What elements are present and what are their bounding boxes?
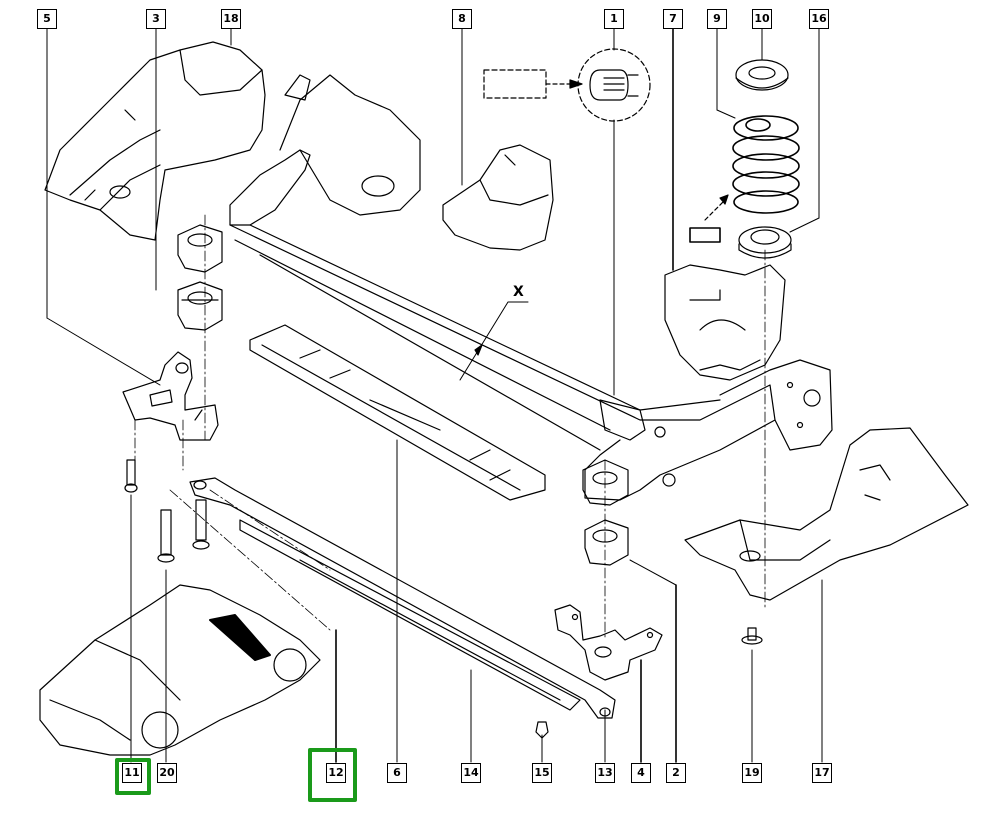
part-20-bolts	[157, 499, 210, 563]
callout-3[interactable]: 3	[146, 9, 166, 29]
part-15-clip	[535, 721, 549, 739]
part-7-shield	[664, 264, 786, 381]
callout-8[interactable]: 8	[452, 9, 472, 29]
part-14-side-rail	[189, 477, 616, 719]
part-8-cover	[442, 144, 554, 251]
callout-2[interactable]: 2	[666, 763, 686, 783]
callout-11[interactable]: 11	[122, 763, 142, 783]
assembly-centerlines	[134, 214, 766, 641]
part-1-detail	[483, 48, 651, 122]
part-2-bushing	[582, 459, 629, 566]
callout-6[interactable]: 6	[387, 763, 407, 783]
callout-12[interactable]: 12	[326, 763, 346, 783]
vehicle-location-sketch	[39, 584, 321, 756]
callout-1[interactable]: 1	[604, 9, 624, 29]
callout-10[interactable]: 10	[752, 9, 772, 29]
callout-9[interactable]: 9	[707, 9, 727, 29]
part-5-bracket	[122, 351, 219, 441]
part-10-spring-seat	[735, 59, 789, 91]
detail-x-pointer	[459, 301, 529, 381]
part-16-lower-seat	[738, 226, 792, 259]
part-6-underbody-panel	[249, 324, 546, 501]
spring-marking-tag	[689, 194, 729, 243]
callout-14[interactable]: 14	[461, 763, 481, 783]
callout-20[interactable]: 20	[157, 763, 177, 783]
part-4-bracket	[554, 604, 663, 681]
rear-axle-beam	[229, 74, 833, 501]
callout-13[interactable]: 13	[595, 763, 615, 783]
part-3-bushing	[177, 224, 223, 331]
part-17-shield	[684, 427, 969, 601]
callout-17[interactable]: 17	[812, 763, 832, 783]
part-9-coil-spring	[732, 115, 800, 214]
callout-5[interactable]: 5	[37, 9, 57, 29]
part-19-clip	[741, 627, 763, 645]
callout-16[interactable]: 16	[809, 9, 829, 29]
leader-lines	[46, 27, 823, 763]
callout-15[interactable]: 15	[532, 763, 552, 783]
detail-x-label: X	[513, 284, 524, 300]
callout-18[interactable]: 18	[221, 9, 241, 29]
callout-7[interactable]: 7	[663, 9, 683, 29]
part-18-heat-shield	[44, 41, 266, 241]
callout-4[interactable]: 4	[631, 763, 651, 783]
part-11-bolt	[124, 459, 138, 493]
callout-19[interactable]: 19	[742, 763, 762, 783]
